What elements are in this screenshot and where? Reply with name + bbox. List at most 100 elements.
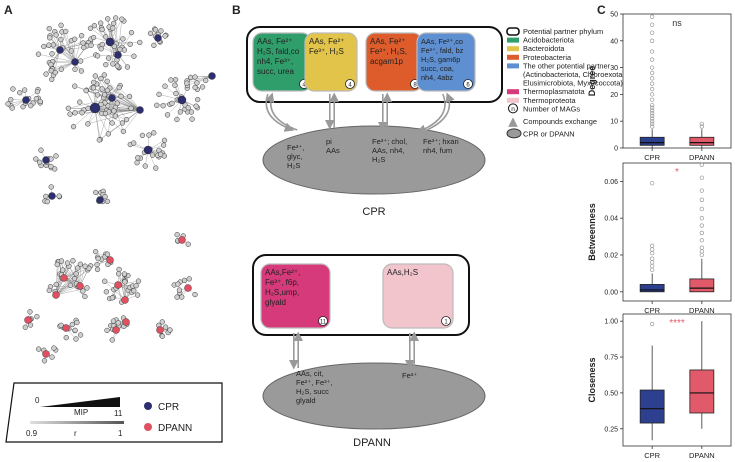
partner-compound-line: acgam1p xyxy=(370,57,403,66)
network-node xyxy=(139,132,146,139)
network-node xyxy=(156,91,162,98)
y-tick-label: 0.04 xyxy=(604,216,618,223)
network-node xyxy=(78,33,85,39)
box-iqr xyxy=(639,389,665,424)
network-node xyxy=(35,346,42,352)
y-tick-label: 0.02 xyxy=(604,253,618,260)
network-node xyxy=(48,184,54,190)
network-node xyxy=(164,112,171,118)
y-tick-label: 20 xyxy=(610,92,618,99)
outlier-point xyxy=(699,197,704,202)
diagram-legend: Potential partner phylumAcidobacteriotaB… xyxy=(506,27,624,139)
mip-wedge xyxy=(40,397,120,407)
network-node xyxy=(134,160,140,166)
network-node xyxy=(36,159,43,165)
network-node xyxy=(153,165,159,171)
outlier-point xyxy=(699,216,704,221)
legend-swatch xyxy=(507,97,519,103)
network-node xyxy=(60,267,66,273)
x-tick-label: CPR xyxy=(644,306,660,315)
network-hub-node xyxy=(52,291,60,299)
network-node xyxy=(48,61,54,68)
network-node xyxy=(110,20,117,27)
partner-card-bg xyxy=(304,32,358,92)
network-hub-node xyxy=(24,316,32,324)
network-node xyxy=(151,130,157,136)
outlier-point xyxy=(650,70,655,76)
y-tick-label: 50 xyxy=(610,12,618,19)
panel-a-letter: A xyxy=(4,3,13,17)
partner-compound-line: nh4, Fe³⁺, xyxy=(257,57,293,66)
network-hub-node xyxy=(71,58,79,66)
network-node xyxy=(105,55,112,61)
partner-compound-line: succ, coa, xyxy=(421,64,454,73)
network-hub-node xyxy=(56,46,64,54)
network-hub-node xyxy=(48,192,56,200)
network-node xyxy=(192,74,198,80)
outlier-point xyxy=(699,230,704,236)
panel-b-letter: B xyxy=(232,3,241,17)
network-node xyxy=(173,90,179,97)
network-node xyxy=(9,105,15,111)
partner-card-bg xyxy=(260,263,331,329)
network-node xyxy=(109,295,116,301)
legend-swatch xyxy=(507,63,519,69)
panel-c-letter: C xyxy=(597,3,606,17)
network-node xyxy=(34,313,40,320)
box-dpann xyxy=(689,121,715,148)
legend-count-symbol: n xyxy=(511,106,515,113)
network-node xyxy=(5,101,11,107)
network-hub-node xyxy=(106,256,114,264)
network-hub-node xyxy=(42,156,50,164)
outlier-point xyxy=(650,111,655,116)
partner-compound-line: H₂S,ump, xyxy=(265,288,299,297)
network-node xyxy=(71,36,78,42)
x-tick-label: DPANN xyxy=(689,153,715,162)
box-iqr xyxy=(689,369,715,414)
legend-ellipse xyxy=(506,128,522,139)
partner-compound-line: Fe³⁺, H₂S xyxy=(309,47,344,56)
network-node xyxy=(188,109,195,115)
network-hub-node xyxy=(60,274,68,282)
network-node xyxy=(68,48,74,54)
r-max: 1 xyxy=(118,429,123,438)
legend-label: Compounds exchange xyxy=(523,117,597,126)
mip-min: 0 xyxy=(35,396,40,405)
y-tick-label: 10 xyxy=(610,119,618,126)
network-node xyxy=(104,327,110,334)
network-node xyxy=(82,263,88,269)
network-node xyxy=(77,99,83,105)
plot-frame xyxy=(622,13,732,149)
network-node xyxy=(185,241,191,247)
outlier-point xyxy=(650,65,655,70)
network-node xyxy=(88,42,94,48)
network-node xyxy=(50,42,56,48)
legend-label: Elusimicrobiota, Myxococcota) xyxy=(523,79,623,88)
y-tick-label: 40 xyxy=(610,38,618,45)
outlier-point xyxy=(650,30,655,35)
network-node xyxy=(118,93,124,99)
y-axis-label: Closeness xyxy=(587,357,597,402)
outlier-point xyxy=(650,108,655,113)
network-node xyxy=(71,275,78,282)
network-node xyxy=(67,111,73,117)
network-node xyxy=(99,86,105,92)
x-tick-label: DPANN xyxy=(689,451,715,460)
network-node xyxy=(101,92,108,98)
box-iqr xyxy=(689,278,715,293)
network-hub-node xyxy=(178,236,186,244)
legend-label: Bacteroidota xyxy=(523,44,565,53)
network-node xyxy=(160,103,166,109)
partner-compound-line: AAs,H₂S xyxy=(387,268,418,277)
network-node xyxy=(44,198,50,205)
mag-count: 4 xyxy=(302,82,306,88)
network-node xyxy=(99,26,105,33)
network-node xyxy=(77,58,84,64)
network-node xyxy=(98,46,104,52)
x-tick-label: CPR xyxy=(644,153,660,162)
dpann-diagram: DPANN AAs,Fe²⁺,Fe³⁺, f6p,H₂S,ump,glyald1… xyxy=(252,254,486,449)
network-node xyxy=(177,109,184,115)
significance-label: ns xyxy=(672,18,682,28)
network-node xyxy=(69,321,75,328)
